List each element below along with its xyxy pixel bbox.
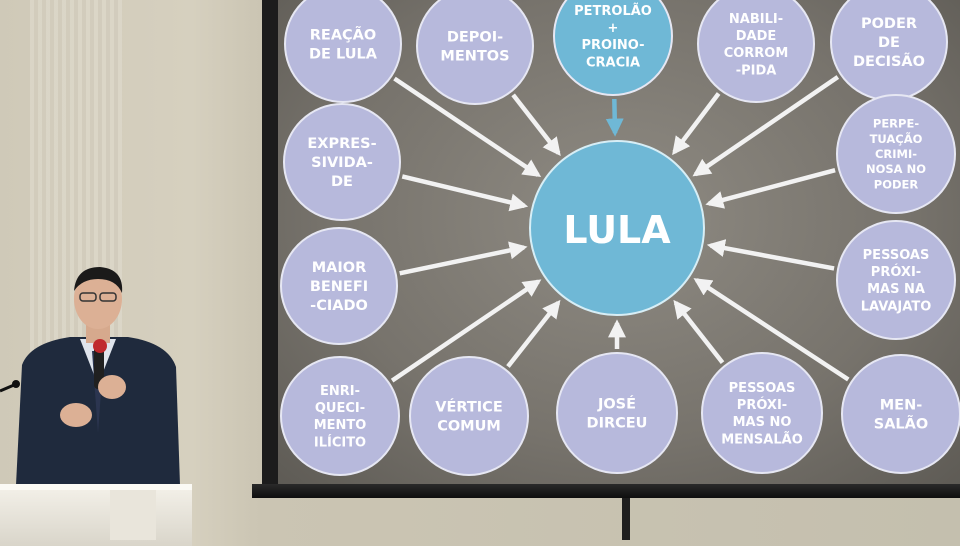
arrow-mensalao_pessoas bbox=[673, 299, 725, 365]
node-label: MEN-SALÃO bbox=[874, 398, 928, 433]
screen-bottom-bar bbox=[252, 484, 960, 498]
podium bbox=[0, 484, 192, 546]
center-node: LULA bbox=[529, 140, 705, 316]
node-mensalao: MEN-SALÃO bbox=[841, 354, 960, 474]
node-circle bbox=[280, 227, 398, 345]
arrow-maior bbox=[399, 241, 528, 276]
arrow-mensalao bbox=[693, 278, 850, 382]
node-depoimentos: DEPOI-MENTOS bbox=[416, 0, 534, 105]
node-petrolao: PETROLÃO+PROINO-CRACIA bbox=[553, 0, 673, 96]
node-circle bbox=[836, 220, 956, 340]
center-label: LULA bbox=[563, 208, 671, 252]
node-circle bbox=[280, 356, 400, 476]
arrow-depoimentos bbox=[511, 93, 561, 156]
node-label: EXPRES-SIVIDA-DE bbox=[307, 136, 376, 190]
node-circle bbox=[416, 0, 534, 105]
arrow-vertice bbox=[506, 299, 561, 368]
node-circle bbox=[836, 94, 956, 214]
node-circle bbox=[409, 356, 529, 476]
node-circle bbox=[841, 354, 960, 474]
node-circle bbox=[553, 0, 673, 96]
node-label: PETROLÃO+PROINO-CRACIA bbox=[574, 3, 652, 70]
arrow-perpetuacao bbox=[705, 167, 836, 209]
node-circle bbox=[284, 0, 402, 103]
podium-leg bbox=[110, 490, 156, 540]
arrow-petrolao bbox=[605, 98, 624, 137]
arrow-governabilidade bbox=[672, 92, 721, 156]
arrow-lavajato bbox=[706, 239, 835, 271]
arrow-poder bbox=[692, 75, 840, 177]
arrow-enriquecimento bbox=[390, 279, 542, 383]
node-label: DEPOI-MENTOS bbox=[440, 30, 509, 65]
node-circle bbox=[283, 103, 401, 221]
speaker bbox=[0, 267, 180, 485]
arrow-expressividade bbox=[401, 174, 529, 212]
arrows-layer bbox=[390, 75, 850, 383]
node-circle bbox=[697, 0, 815, 103]
node-circle bbox=[701, 352, 823, 474]
arrow-reacao bbox=[393, 76, 542, 178]
node-expressividade: EXPRES-SIVIDA-DE bbox=[283, 103, 401, 221]
screen-stand bbox=[622, 498, 630, 540]
node-circle bbox=[556, 352, 678, 474]
